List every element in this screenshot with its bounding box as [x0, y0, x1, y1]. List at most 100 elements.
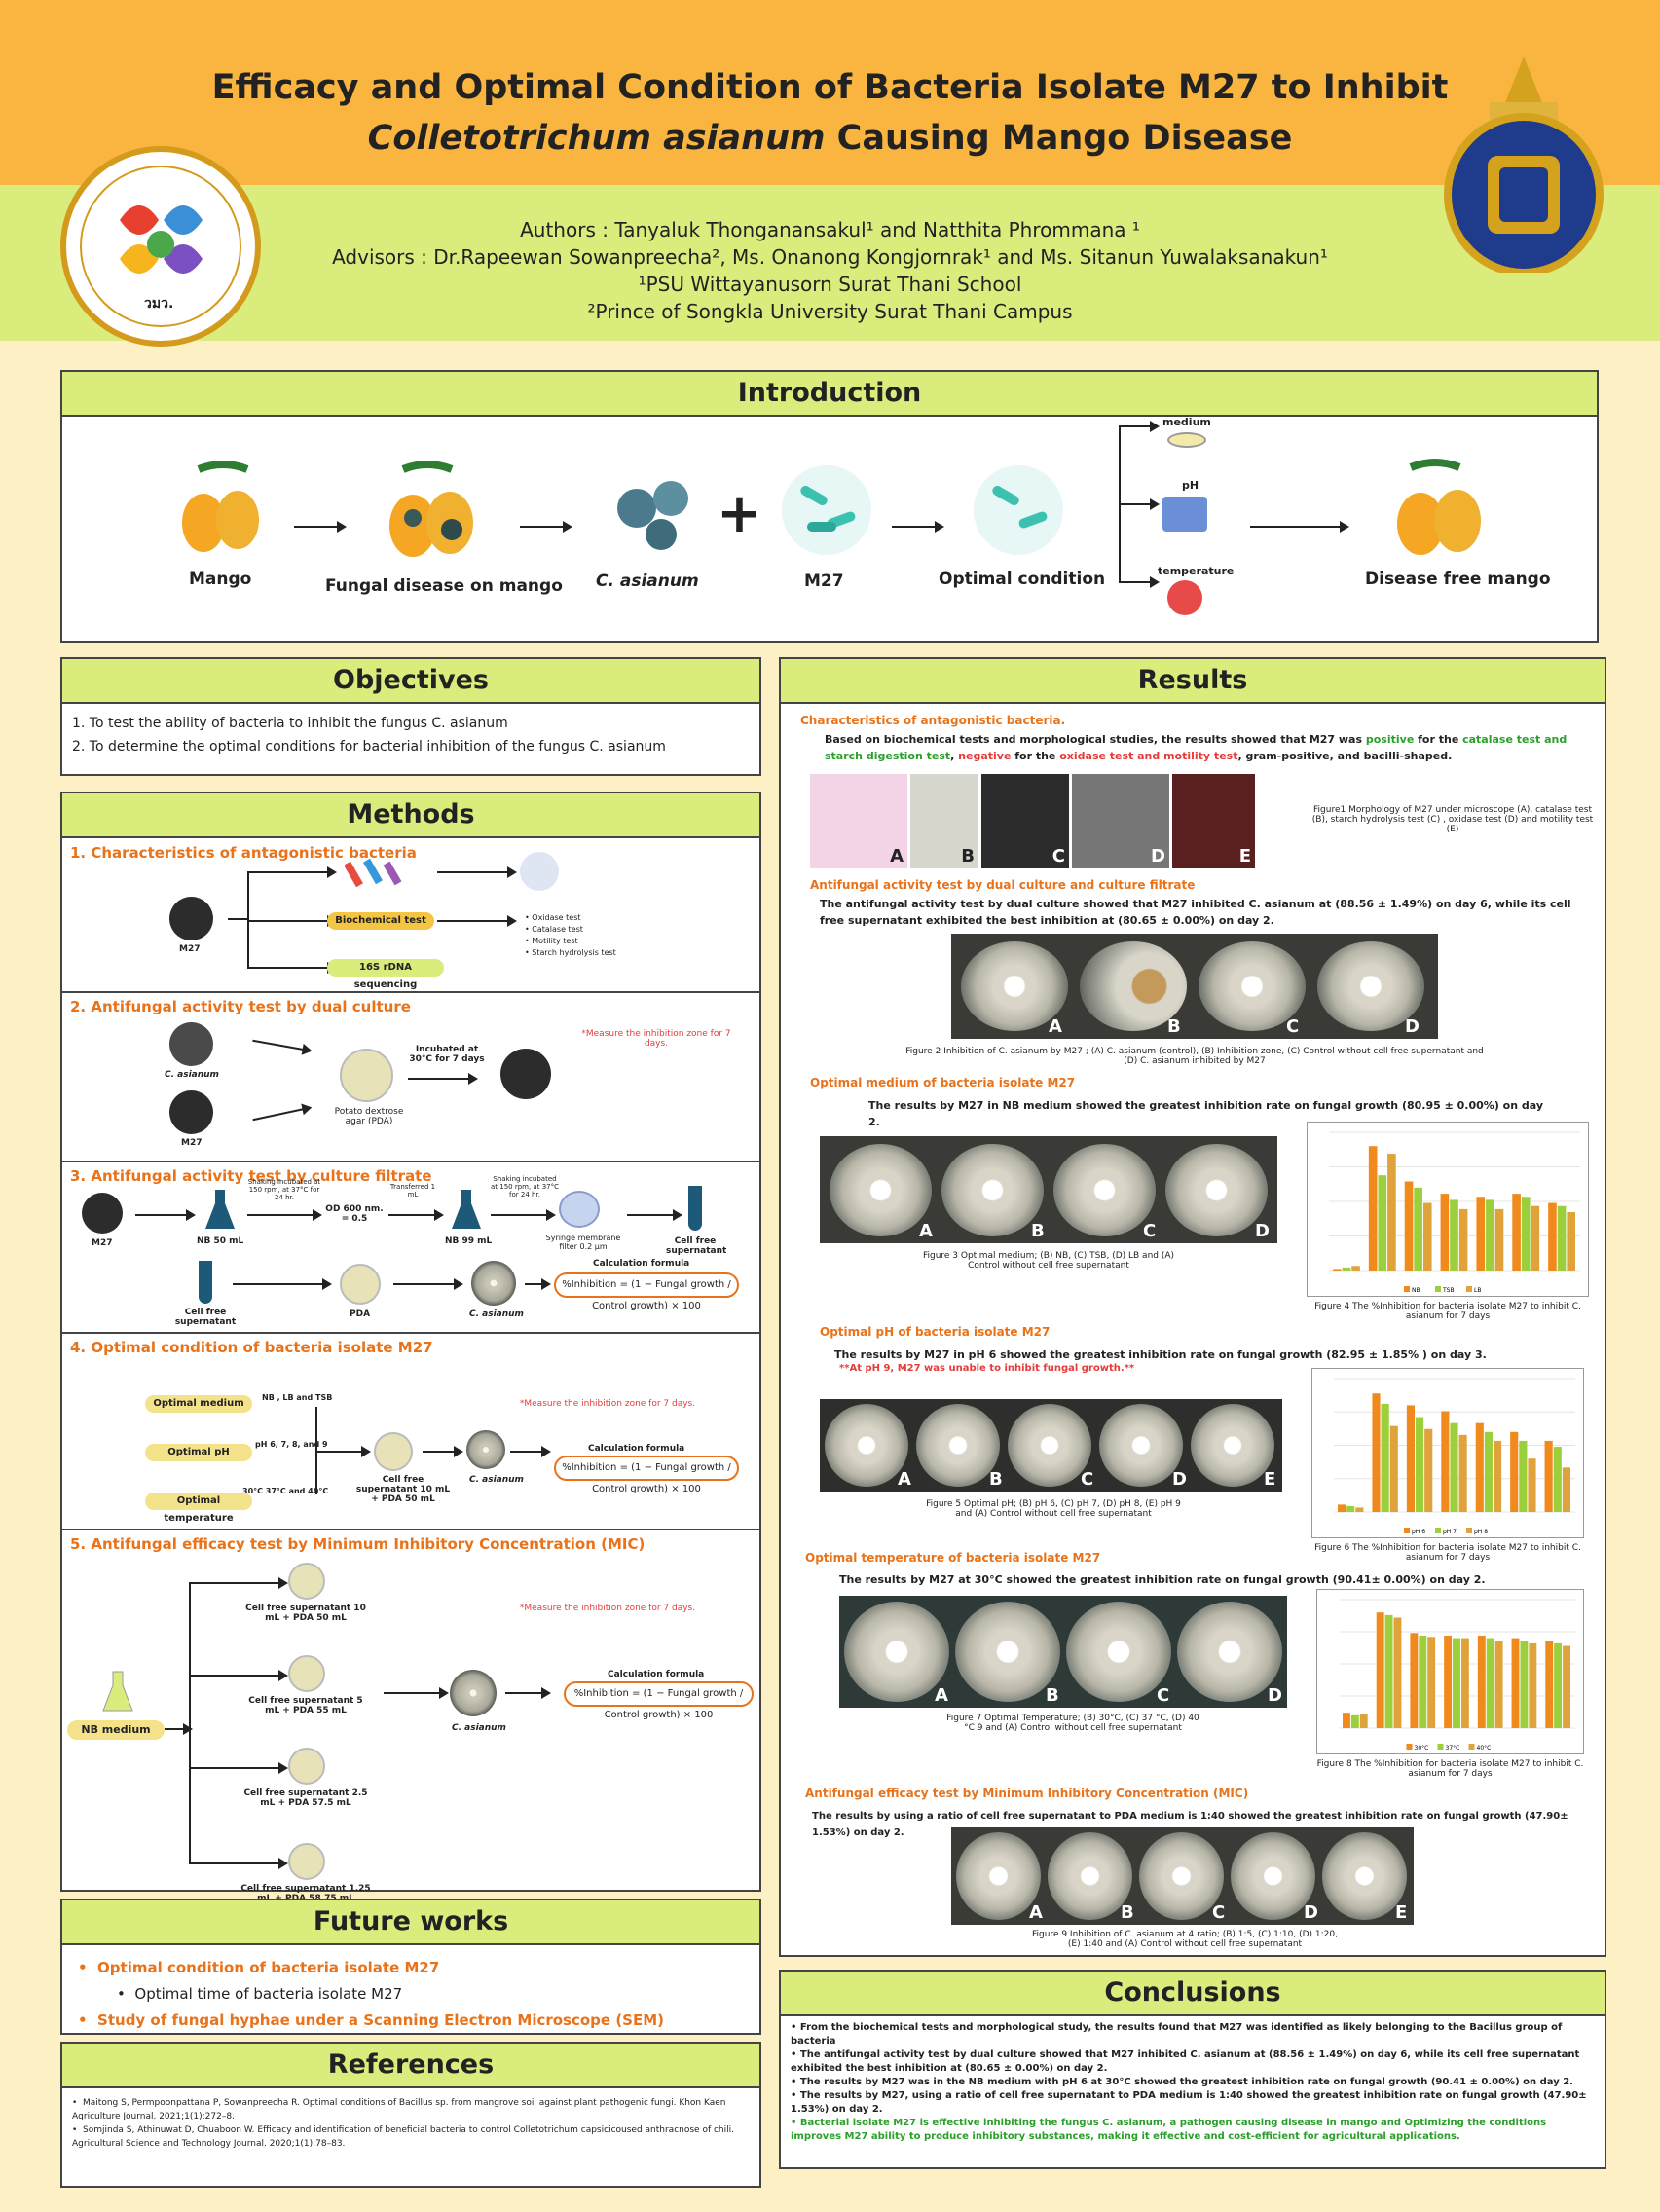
bar	[1419, 1635, 1427, 1728]
bar	[1453, 1638, 1460, 1728]
cfs-label-2: Cell free supernatant	[174, 1308, 237, 1327]
results-r6-text: The results by using a ratio of cell fre…	[812, 1811, 1568, 1838]
rdna-pill: 16S rDNA sequencing	[327, 959, 444, 990]
bar	[1378, 1175, 1387, 1271]
bar	[1343, 1713, 1350, 1728]
transfer-label: Transferred 1 mL	[389, 1183, 436, 1198]
legend-swatch	[1406, 1744, 1413, 1750]
microscope-icon	[520, 852, 559, 891]
c-asianum-plate	[466, 1430, 505, 1469]
s3-nb50-label: NB 50 mL	[197, 1236, 244, 1246]
fungus-illustration	[603, 464, 700, 566]
bar	[1458, 1208, 1468, 1271]
microscope-photo: A	[810, 774, 907, 868]
bar	[1372, 1393, 1381, 1512]
legend-label: pH 7	[1443, 1529, 1457, 1535]
od-label: OD 600 nm. = 0.5	[325, 1204, 384, 1224]
bar	[1338, 1504, 1346, 1512]
conclusion-4: • The results by M27, using a ratio of c…	[791, 2090, 1587, 2115]
diseased-mango-illustration	[374, 460, 491, 571]
future-item-2: • Study of fungal hyphae under a Scannin…	[78, 2011, 665, 2029]
legend-label: pH 8	[1474, 1529, 1488, 1535]
s3-pda-label: PDA	[350, 1309, 371, 1319]
mango-illustration	[169, 460, 277, 561]
s2-m27-label: M27	[181, 1138, 203, 1148]
bar	[1350, 1714, 1359, 1728]
arrow	[437, 866, 517, 878]
university-logo-icon	[1444, 56, 1604, 276]
school-logo-text: วมว.	[144, 296, 174, 312]
arrow	[1250, 521, 1349, 533]
ph-options: pH 6, 7, 8, and 9	[255, 1440, 328, 1449]
intro-label-mango: Mango	[189, 570, 252, 589]
bar	[1368, 1146, 1378, 1271]
test-item: • Motility test	[525, 937, 578, 945]
bar	[1414, 1187, 1422, 1271]
plate-a	[830, 1144, 932, 1236]
fungus-icon	[617, 481, 688, 550]
optimal-bacteria-illustration	[970, 461, 1067, 563]
bar	[1553, 1447, 1562, 1512]
arrow	[165, 1723, 193, 1735]
arrow	[1119, 576, 1160, 588]
conclusion-2: • The antifungal activity test by dual c…	[791, 2049, 1580, 2074]
plate-d	[1317, 941, 1424, 1031]
header-bottom-band	[0, 185, 1660, 341]
plate-b	[1048, 1832, 1132, 1920]
bar	[1512, 1194, 1521, 1271]
authors-block: Authors : Tanyaluk Thonganansakul¹ and N…	[292, 216, 1368, 325]
plate-b	[955, 1602, 1060, 1702]
poster-title-line2: Colletotrichum asianum Causing Mango Dis…	[367, 119, 1293, 158]
bar	[1519, 1440, 1528, 1512]
poster-title-line1: Efficacy and Optimal Condition of Bacter…	[211, 68, 1449, 107]
bar	[1355, 1507, 1364, 1512]
conclusions-panel: Conclusions • From the biochemical tests…	[779, 1970, 1606, 2169]
intro-label-m27: M27	[804, 571, 844, 591]
plate-c	[1139, 1832, 1224, 1920]
c-asianum-plate	[450, 1670, 497, 1716]
objective-2: 2. To determine the optimal conditions f…	[72, 739, 666, 755]
references-title: References	[62, 2044, 759, 2088]
s2-note: *Measure the inhibition zone for 7 days.	[581, 1029, 731, 1049]
s3-m27-label: M27	[92, 1238, 113, 1248]
plate-d	[1165, 1144, 1268, 1236]
results-title: Results	[781, 659, 1605, 704]
results-r4-text: The results by M27 in pH 6 showed the gr…	[834, 1348, 1487, 1361]
results-r2-text: The antifungal activity test by dual cul…	[820, 898, 1571, 927]
test-item: • Starch hydrolysis test	[525, 948, 616, 957]
legend-label: 40°C	[1477, 1745, 1492, 1751]
diseased-mango-icon	[389, 461, 473, 557]
arrow	[189, 1762, 288, 1774]
introduction-panel: Introduction Mango Fungal disease on man…	[60, 370, 1599, 643]
legend-label: NB	[1412, 1287, 1420, 1294]
test-tube-icon	[688, 1186, 702, 1231]
conclusion-5: • Bacterial isolate M27 is effective inh…	[791, 2118, 1547, 2142]
bar	[1477, 1635, 1486, 1728]
results-r5-text: The results by M27 at 30°C showed the gr…	[839, 1573, 1486, 1586]
university-logo	[1431, 49, 1616, 276]
bar	[1460, 1638, 1469, 1728]
mango-icon	[1397, 459, 1481, 555]
medium-options: NB , LB and TSB	[262, 1393, 333, 1402]
bar	[1393, 1617, 1402, 1728]
plate-a	[956, 1832, 1041, 1920]
nb-medium-pill: NB medium	[67, 1720, 165, 1740]
arrow	[892, 521, 944, 533]
plate-b	[916, 1404, 1000, 1487]
bar	[1494, 1440, 1502, 1512]
plate-b	[941, 1144, 1044, 1236]
s4-calc-label: Calculation formula	[588, 1444, 685, 1454]
authors: Authors : Tanyaluk Thonganansakul¹ and N…	[520, 218, 1140, 241]
methods-s5-title: 5. Antifungal efficacy test by Minimum I…	[70, 1535, 646, 1553]
bar	[1511, 1638, 1520, 1728]
results-r3-title: Optimal medium of bacteria isolate M27	[810, 1076, 1076, 1089]
objectives-panel: Objectives 1. To test the ability of bac…	[60, 657, 761, 776]
bar	[1562, 1467, 1570, 1512]
bar	[1404, 1181, 1414, 1271]
bar	[1529, 1642, 1537, 1728]
methods-s1-title: 1. Characteristics of antagonistic bacte…	[70, 844, 417, 862]
bar	[1476, 1197, 1486, 1271]
line	[228, 918, 247, 920]
arrow	[294, 521, 347, 533]
